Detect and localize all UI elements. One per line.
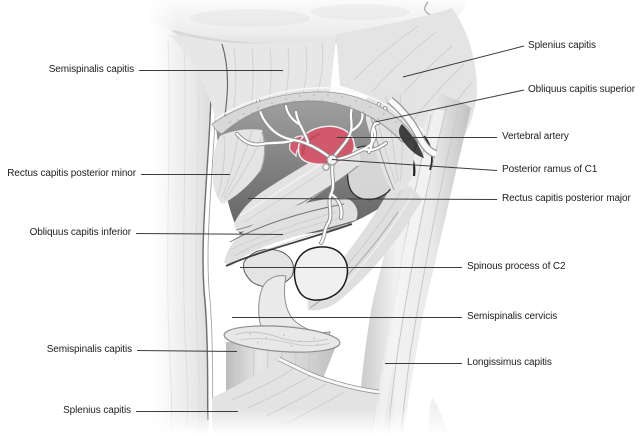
c2-spinous-process [293, 246, 349, 301]
left-fade [145, 0, 177, 438]
label-longissimus-capitis: Longissimus capitis [467, 357, 552, 368]
leader-rectus-major [247, 198, 498, 200]
leader-obliquus-inferior [135, 233, 284, 235]
rectus-minor-fibers [217, 129, 262, 201]
leader-obliquus-superior [374, 89, 525, 123]
label-splenius-capitis-lower: Splenius capitis [63, 405, 131, 416]
label-semispinalis-capitis-lower: Semispinalis capitis [46, 344, 132, 355]
leader-splenius-capitis-upper [402, 45, 525, 78]
label-rectus-capitis-posterior-major: Rectus capitis posterior major [502, 193, 631, 204]
cut-band-stipple [229, 94, 397, 123]
cut-edge-band [211, 87, 415, 143]
label-semispinalis-cervicis: Semispinalis cervicis [467, 311, 558, 322]
leader-semispinalis-capitis-lower [136, 350, 238, 352]
splenius-cut-curl [387, 96, 438, 158]
leader-lines [135, 45, 525, 412]
vertebral-artery-shape [289, 125, 356, 166]
label-vertebral-artery: Vertebral artery [502, 131, 569, 142]
label-splenius-capitis-upper: Splenius capitis [528, 40, 596, 51]
label-rectus-capitis-posterior-minor: Rectus capitis posterior minor [7, 168, 136, 179]
rectus-capitis-posterior-minor-muscle [212, 129, 265, 204]
label-obliquus-capitis-inferior: Obliquus capitis inferior [29, 227, 132, 238]
label-posterior-ramus-of-c1: Posterior ramus of C1 [502, 164, 598, 175]
label-obliquus-capitis-superior: Obliquus capitis superior [528, 84, 635, 95]
bottom-fade [145, 408, 490, 438]
label-spinous-process-of-c2: Spinous process of C2 [467, 261, 566, 272]
label-semispinalis-capitis-upper: Semispinalis capitis [48, 64, 134, 75]
leader-posterior-ramus-c1 [331, 159, 498, 171]
